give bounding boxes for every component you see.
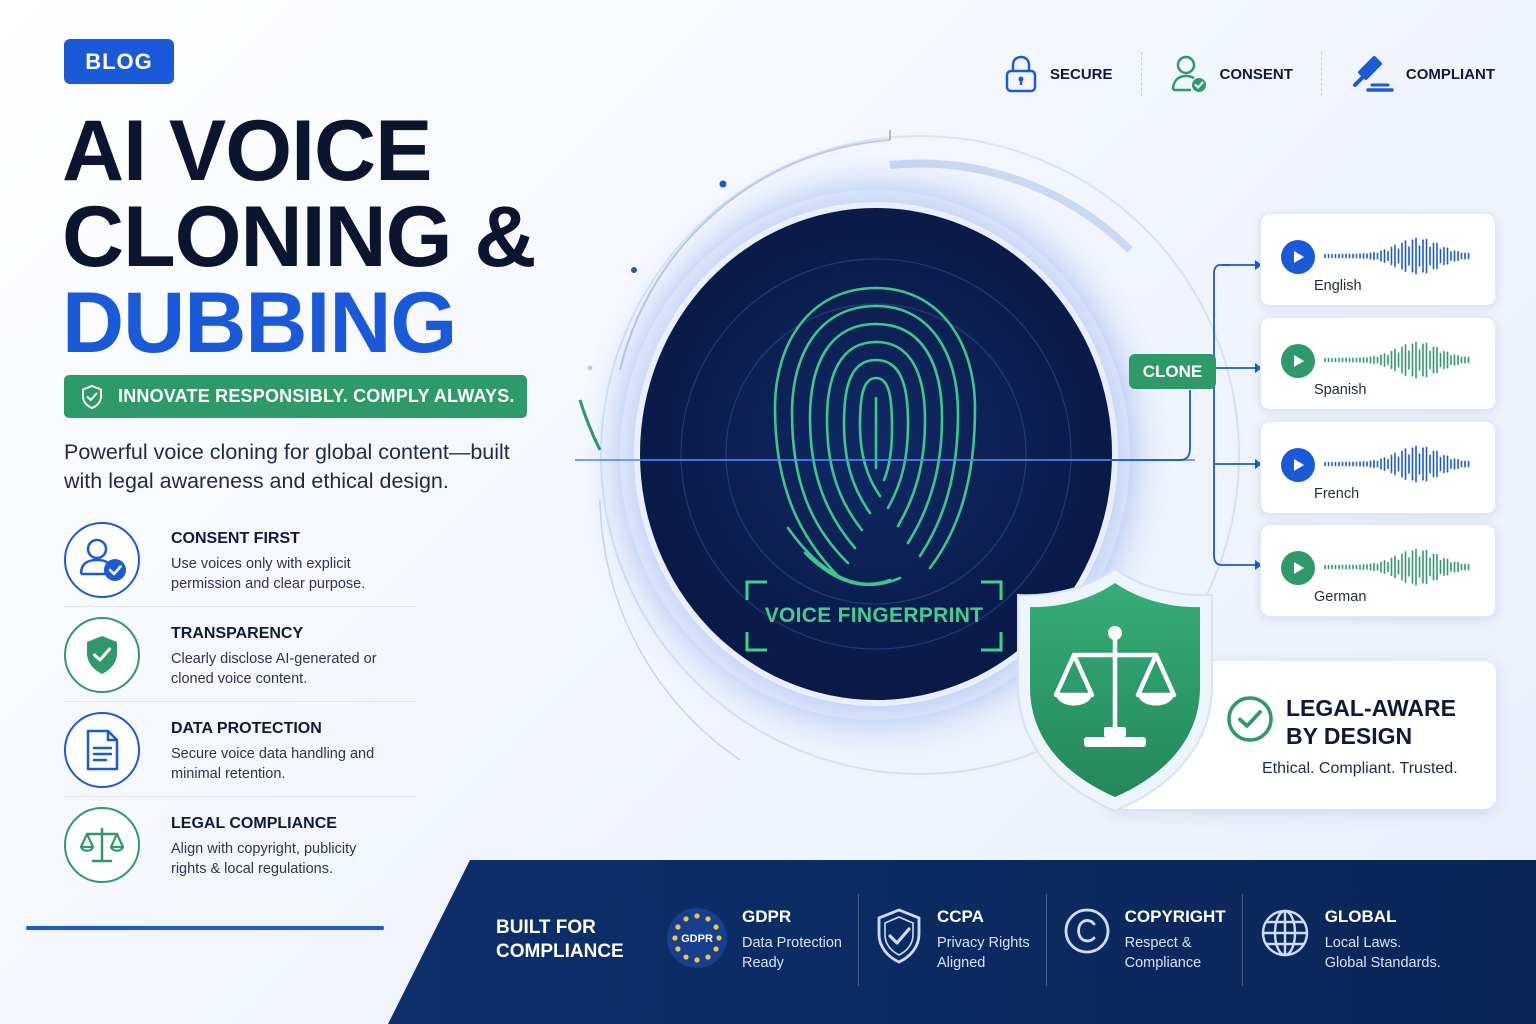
title-line-2: CLONING & [62,189,537,285]
separator [1241,894,1243,986]
intro-text: Powerful voice cloning for global conten… [64,440,510,493]
compliance-band [388,860,1536,1024]
language-card-english[interactable]: English [1260,213,1496,306]
separator [1320,52,1322,96]
compliance-title: COPYRIGHT [1124,907,1226,926]
check-circle-icon [1227,696,1273,742]
separator [1140,52,1142,96]
compliance-title: GLOBAL [1324,907,1397,926]
blog-badge[interactable]: BLOG [64,39,174,84]
copyright-icon [1064,908,1110,954]
play-icon[interactable] [1281,344,1315,378]
user-check-icon [1171,55,1206,92]
compliance-desc: Respect & Compliance [1124,935,1202,971]
globe-icon [1261,909,1308,957]
fingerprint-bracket [745,580,1003,652]
compliance-items: BUILT FOR COMPLIANCE GDPR GDPR Data Prot… [496,880,1441,1000]
feature-desc: Clearly disclose AI-generated or cloned … [171,651,377,687]
feature-title: DATA PROTECTION [171,720,322,737]
compliance-copyright: COPYRIGHT Respect & Compliance [1063,907,1226,973]
title-line-1: AI VOICE [62,103,433,199]
play-icon[interactable] [1281,551,1315,585]
document-icon [64,712,140,788]
title-line-3: DUBBING [62,275,457,371]
clone-connectors [1110,260,1262,570]
language-name: English [1314,278,1362,294]
legal-title: LEGAL-AWARE BY DESIGN [1286,695,1456,749]
top-badges: SECURE CONSENT COMPLIANT [1004,52,1495,96]
feature-title: LEGAL COMPLIANCE [171,815,337,832]
shield-check-icon [64,617,140,693]
outer-halo [600,135,1240,775]
gdpr-stars-icon: GDPR [667,908,727,968]
audio-waveform [1324,341,1470,379]
feature-desc: Use voices only with explicit permission… [171,556,366,592]
shield-check-icon [877,908,921,964]
clone-button[interactable]: CLONE [1129,354,1216,389]
tagline-banner: INNOVATE RESPONSIBLY. COMPLY ALWAYS. [64,375,527,418]
user-check-icon [64,522,140,598]
voice-waveform [575,429,1195,491]
lock-icon [1005,55,1037,93]
separator [1045,894,1047,986]
language-card-french[interactable]: French [1260,421,1496,514]
gavel-icon [1352,56,1394,92]
scales-icon [64,807,140,883]
tagline-text: INNOVATE RESPONSIBLY. COMPLY ALWAYS. [118,386,515,406]
gdpr-icon-text: GDPR [681,933,713,945]
shield-check-icon [82,384,102,409]
separator [857,894,859,986]
legal-shield-icon [1017,567,1213,813]
play-icon[interactable] [1281,448,1315,482]
compliance-desc: Privacy Rights Aligned [936,935,1030,971]
feature-title: TRANSPARENCY [171,625,304,642]
language-name: German [1314,589,1367,605]
compliance-title: CCPA [936,907,984,926]
language-name: French [1314,486,1360,502]
compliance-global: GLOBAL Local Laws. Global Standards. [1259,907,1441,973]
compliance-desc: Data Protection Ready [742,935,842,971]
badge-secure: SECURE [1004,54,1113,94]
badge-compliant: COMPLIANT [1350,54,1495,94]
feature-item: CONSENT FIRST Use voices only with expli… [64,512,416,607]
divider-line [26,926,384,930]
feature-list: CONSENT FIRST Use voices only with expli… [64,512,416,892]
compliance-title: GDPR [742,907,792,926]
language-card-spanish[interactable]: Spanish [1260,317,1496,410]
orbit-arcs [578,130,1133,761]
compliance-desc: Local Laws. Global Standards. [1324,935,1441,971]
compliance-ccpa: CCPA Privacy Rights Aligned [875,907,1030,973]
compliance-heading: BUILT FOR COMPLIANCE [496,917,624,962]
audio-waveform [1324,445,1470,483]
legal-subtitle: Ethical. Compliant. Trusted. [1262,760,1458,777]
feature-item: DATA PROTECTION Secure voice data handli… [64,702,416,797]
feature-item: TRANSPARENCY Clearly disclose AI-generat… [64,607,416,702]
audio-waveform [1324,548,1470,586]
language-name: Spanish [1314,382,1367,398]
feature-desc: Align with copyright, publicity rights &… [171,841,357,877]
play-icon[interactable] [1281,240,1315,274]
voice-fingerprint-label: VOICE FINGERPRINT [764,604,984,627]
feature-title: CONSENT FIRST [171,530,300,547]
feature-desc: Secure voice data handling and minimal r… [171,746,375,782]
feature-item: LEGAL COMPLIANCE Align with copyright, p… [64,797,416,892]
language-card-german[interactable]: German [1260,524,1496,617]
audio-waveform [1324,237,1470,275]
page-title: AI VOICE CLONING & DUBBING [62,103,537,371]
badge-consent: CONSENT [1170,54,1293,94]
compliance-gdpr: GDPR GDPR Data Protection Ready [666,907,842,973]
